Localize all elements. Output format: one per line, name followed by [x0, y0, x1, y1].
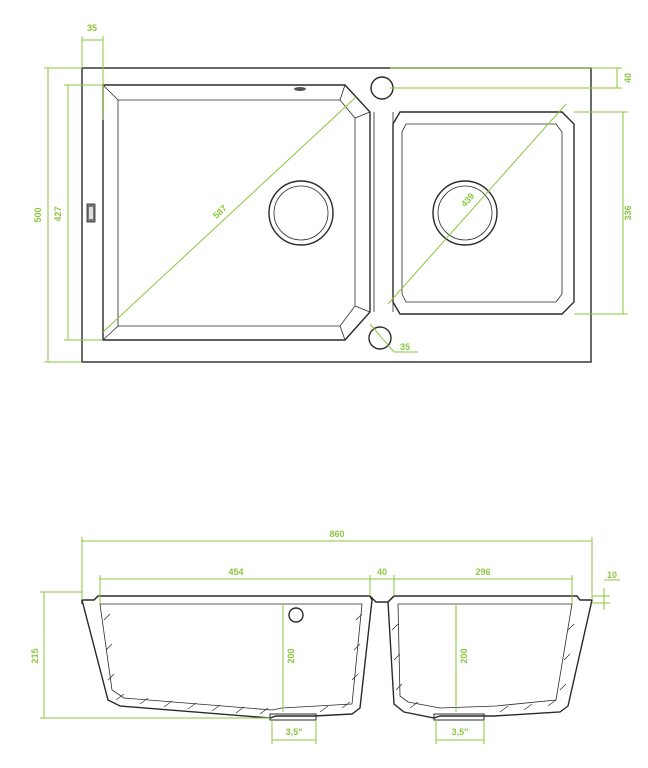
tap-hole-top [370, 76, 394, 100]
dim-label-total-depth: 500 [33, 207, 43, 222]
hatch-pattern [103, 613, 575, 715]
large-bowl-drain [268, 180, 334, 246]
dim-label-drain-right: 3,5" [452, 727, 469, 737]
dim-label-small-bowl-diagonal: 439 [459, 191, 476, 209]
dim-label-overflow-offset: 35 [400, 342, 410, 352]
bevel-line [339, 84, 346, 101]
tap-hole-bottom [368, 326, 392, 350]
dim-label-divider-width: 40 [377, 567, 387, 577]
small-bowl-inner [401, 123, 563, 303]
overflow-mark [294, 87, 306, 91]
large-bowl-outline [102, 84, 371, 341]
dim-label-small-bowl-height: 200 [459, 648, 469, 663]
section-view: 860 454 40 296 10 215 200 200 [30, 529, 620, 744]
dim-label-large-bowl-height: 200 [286, 648, 296, 663]
dim-line-small-bowl-diagonal [387, 103, 567, 305]
dim-line-overflow-offset [369, 323, 395, 353]
dim-label-large-bowl-depth: 427 [53, 206, 63, 221]
dim-label-small-bowl-width: 296 [475, 567, 490, 577]
dim-label-total-height: 215 [30, 648, 40, 663]
top-view: 35 40 500 427 587 439 336 35 [33, 23, 633, 363]
sink-outer-rim [81, 67, 592, 363]
bevel-line [339, 325, 346, 341]
dim-label-rim-thickness: 10 [607, 570, 617, 580]
small-bowl-drain-fitting [433, 713, 485, 721]
large-bowl-section [81, 595, 373, 719]
small-bowl-drain-inner [437, 185, 493, 241]
bevel-line [102, 84, 119, 101]
large-bowl-section-inner [99, 603, 363, 711]
dim-line-large-bowl-diagonal [102, 96, 357, 333]
dim-label-large-bowl-width: 454 [228, 567, 243, 577]
dim-label-tap-offset: 40 [623, 73, 633, 83]
dim-label-small-bowl-depth: 336 [623, 205, 633, 220]
large-bowl-drain-fitting [269, 713, 317, 721]
large-bowl-drain-inner [273, 185, 329, 241]
overflow-slot-inner [89, 207, 93, 219]
small-bowl-section [387, 595, 593, 719]
dim-label-total-width: 860 [329, 529, 344, 539]
large-bowl-inner [117, 99, 356, 327]
bevel-line [354, 111, 371, 119]
dim-label-rim-offset: 35 [87, 23, 97, 33]
small-bowl-drain [432, 180, 498, 246]
dim-label-drain-left: 3,5" [286, 727, 303, 737]
small-bowl-section-inner [397, 603, 573, 709]
bevel-line [102, 325, 119, 341]
small-bowl-outline [392, 111, 575, 315]
overflow-hole-section [288, 607, 304, 623]
bevel-line [354, 305, 371, 313]
